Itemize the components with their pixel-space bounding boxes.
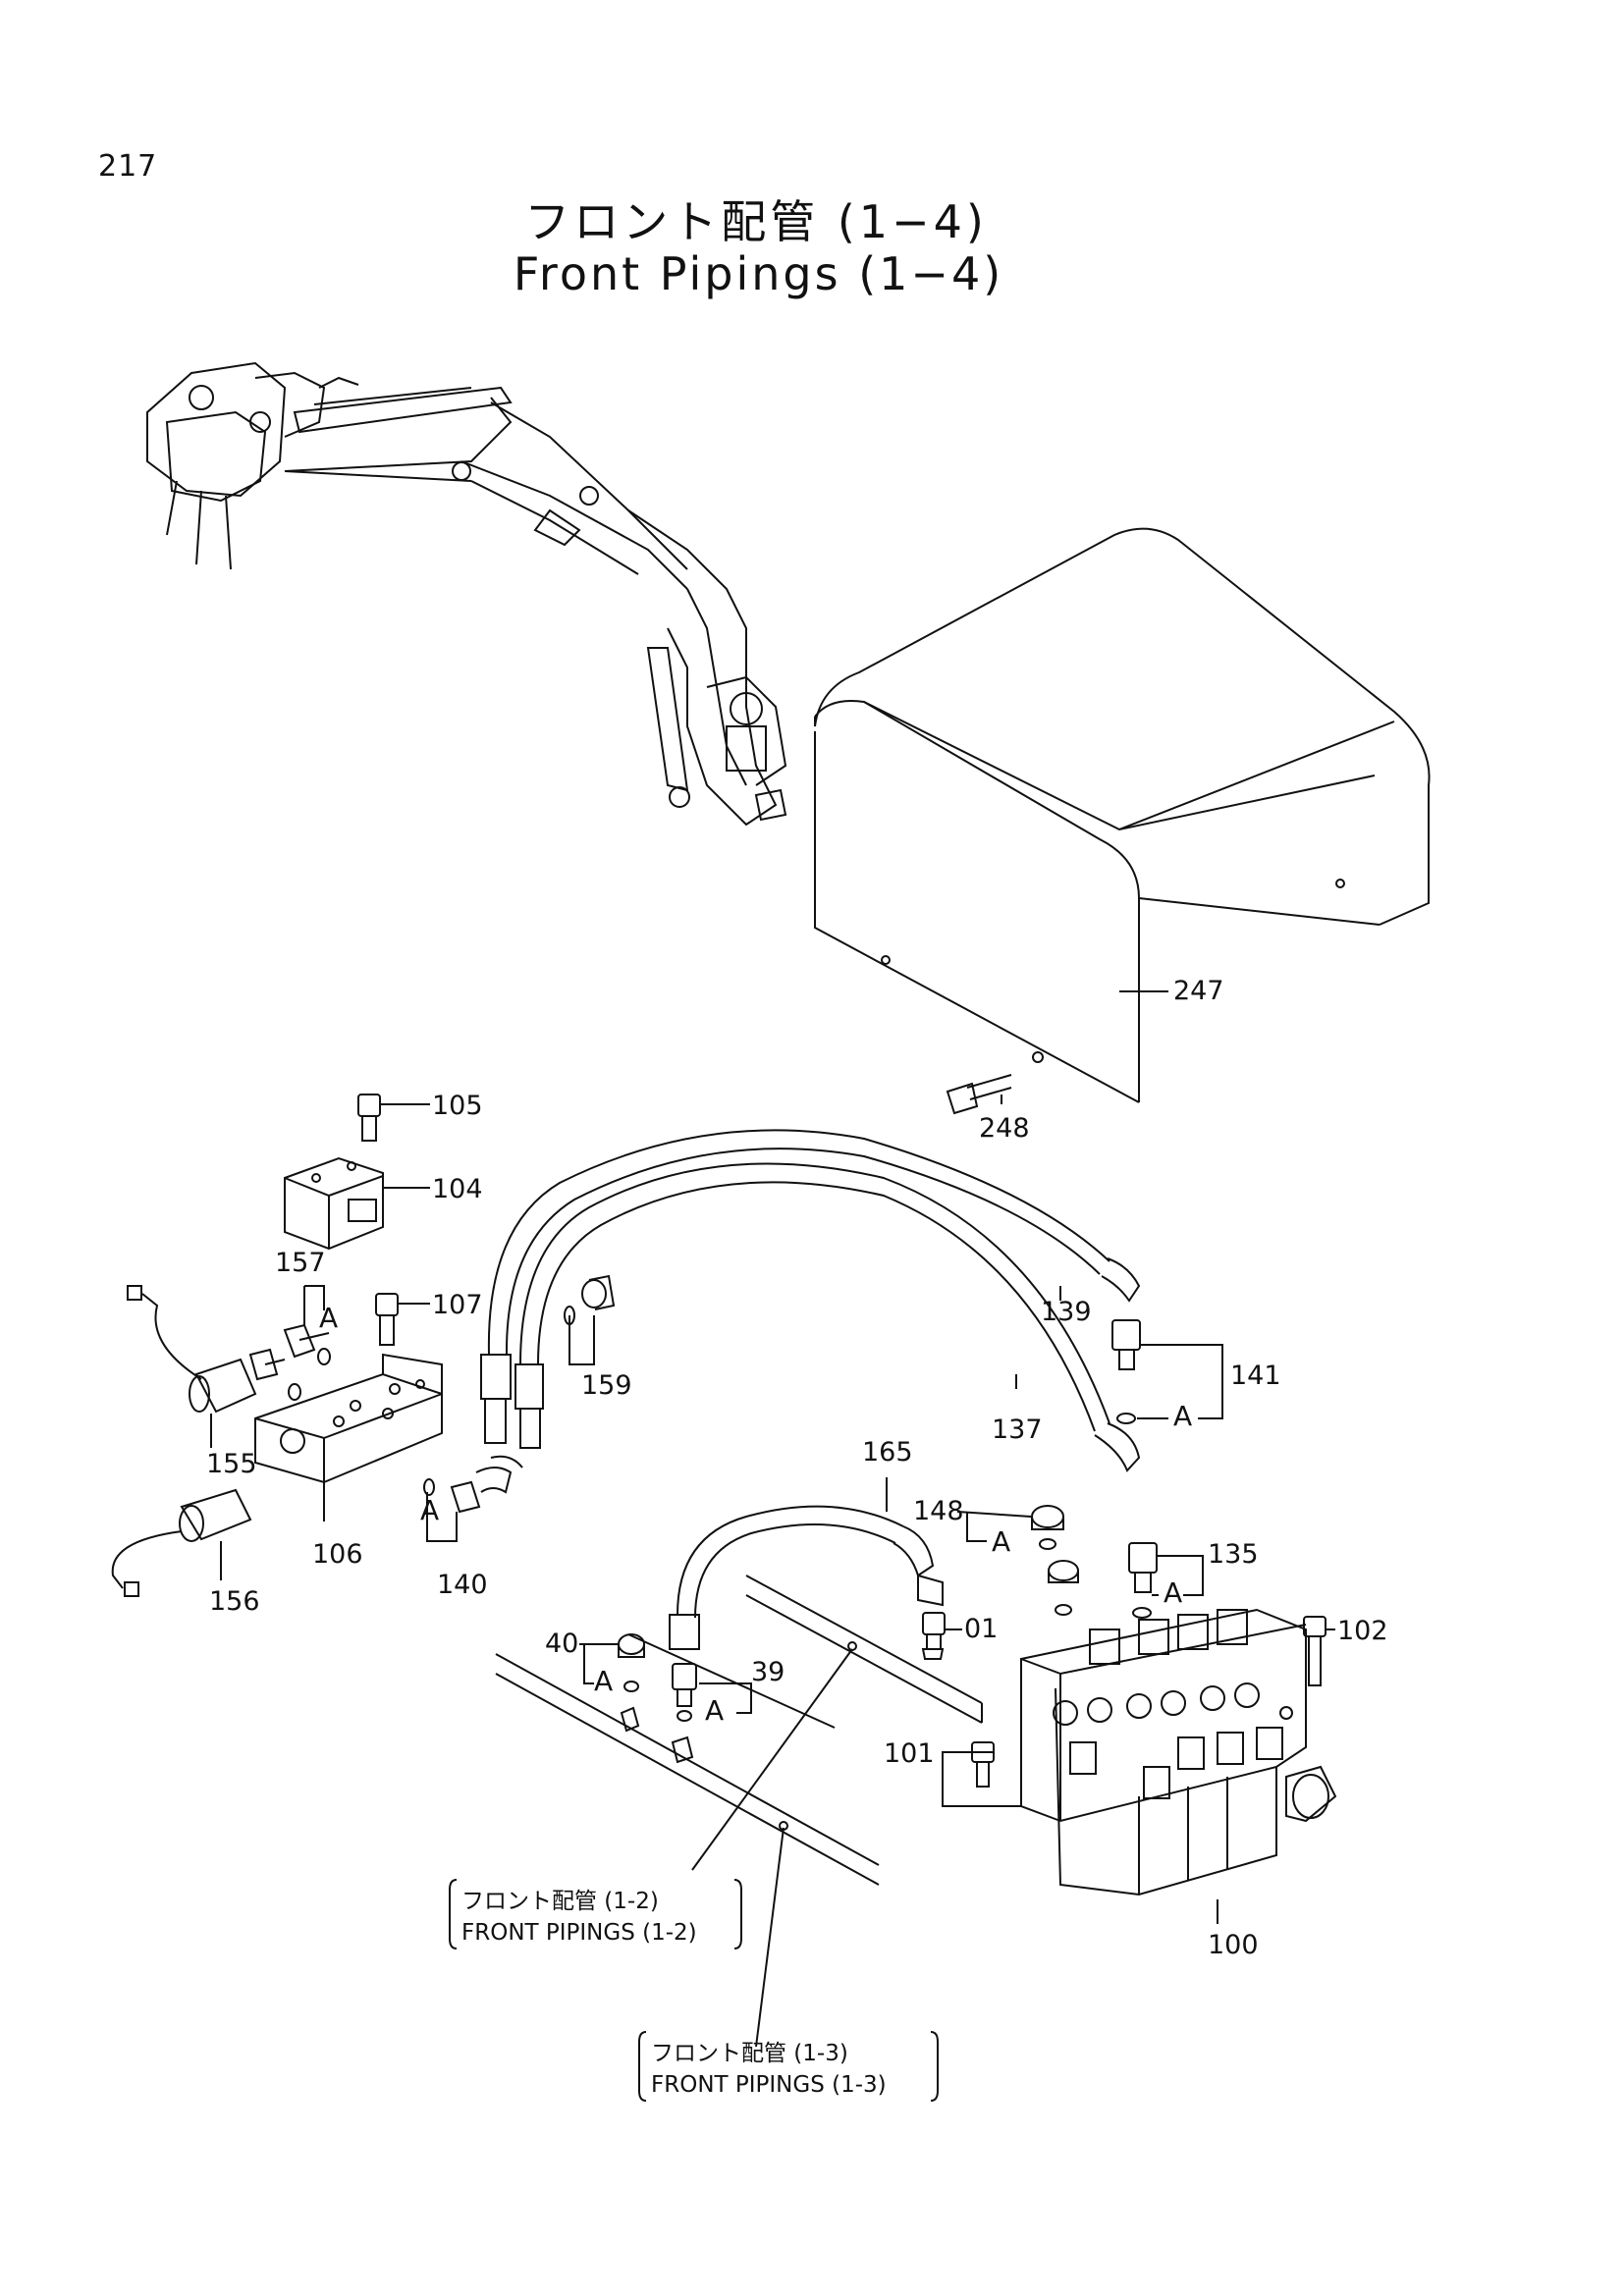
callout-159: 159	[581, 1370, 632, 1401]
hose-137	[519, 1162, 1110, 1432]
cover-247	[814, 527, 1431, 1103]
bolt-105	[357, 1094, 381, 1142]
bolt-102	[1303, 1616, 1326, 1686]
marker-a-148: A	[992, 1525, 1010, 1558]
solenoid-block-104	[284, 1156, 384, 1251]
front-attachment-illustration	[146, 361, 787, 827]
callout-141: 141	[1230, 1361, 1281, 1391]
plug-148	[1031, 1505, 1079, 1616]
callout-137: 137	[992, 1415, 1043, 1445]
fitting-01	[921, 1612, 946, 1660]
callout-139: 139	[1041, 1297, 1092, 1327]
ref-front-pipings-1-2-jp: フロント配管 (1-2)	[461, 1889, 659, 1914]
callout-40: 40	[545, 1629, 578, 1659]
solenoid-155	[127, 1285, 257, 1414]
callout-101: 101	[884, 1738, 935, 1769]
elbow-fittings-140	[423, 1455, 523, 1514]
marker-a-157: A	[319, 1302, 338, 1334]
fitting-39	[671, 1663, 697, 1764]
callout-107: 107	[432, 1290, 483, 1320]
ref-brackets	[449, 1879, 939, 2102]
callout-155: 155	[206, 1449, 257, 1479]
callout-100: 100	[1208, 1930, 1259, 1960]
hose-165	[677, 1505, 904, 1619]
bolt-101	[971, 1741, 995, 1788]
ref-front-pipings-1-2-en: FRONT PIPINGS (1-2)	[461, 1920, 697, 1946]
hose-end-fittings	[480, 1257, 1141, 1472]
ref-front-pipings-1-3-en: FRONT PIPINGS (1-3)	[651, 2072, 887, 2098]
hose-139	[487, 1129, 1110, 1356]
manifold-block-106	[254, 1353, 443, 1484]
callout-102: 102	[1337, 1616, 1388, 1646]
callout-156: 156	[209, 1586, 260, 1617]
page-title-english: Front Pipings (1−4)	[513, 247, 1004, 300]
callout-01: 01	[964, 1614, 998, 1644]
fitting-159	[564, 1274, 616, 1325]
bolt-107	[375, 1293, 399, 1346]
bolt-248	[946, 1051, 1044, 1115]
callout-157: 157	[275, 1248, 326, 1278]
callout-105: 105	[432, 1091, 483, 1121]
callout-248: 248	[979, 1113, 1030, 1144]
callout-247: 247	[1173, 976, 1224, 1006]
marker-a-39: A	[705, 1694, 724, 1727]
page-title-japanese: フロント配管 (1−4)	[524, 195, 988, 248]
callout-148: 148	[913, 1496, 964, 1526]
marker-a-140: A	[420, 1494, 439, 1526]
callout-165: 165	[862, 1437, 913, 1468]
callout-106: 106	[312, 1539, 363, 1570]
fitting-135	[1128, 1542, 1158, 1619]
hose-165-ends	[669, 1525, 944, 1650]
callout-140: 140	[437, 1570, 488, 1600]
fitting-141	[1111, 1319, 1141, 1424]
plug-40	[618, 1633, 645, 1733]
page-number: 217	[98, 149, 158, 184]
fittings-157	[248, 1323, 331, 1401]
control-valve-100	[1020, 1608, 1337, 1896]
frame-outline	[495, 1575, 983, 1886]
ref-front-pipings-1-3-jp: フロント配管 (1-3)	[651, 2041, 848, 2066]
callout-39: 39	[751, 1657, 785, 1687]
marker-a-135: A	[1164, 1576, 1182, 1609]
callout-104: 104	[432, 1174, 483, 1204]
solenoid-156	[111, 1488, 252, 1597]
callout-135: 135	[1208, 1539, 1259, 1570]
leader-lines	[210, 990, 1335, 2048]
marker-a-40: A	[594, 1665, 613, 1697]
marker-a-141: A	[1173, 1400, 1192, 1432]
